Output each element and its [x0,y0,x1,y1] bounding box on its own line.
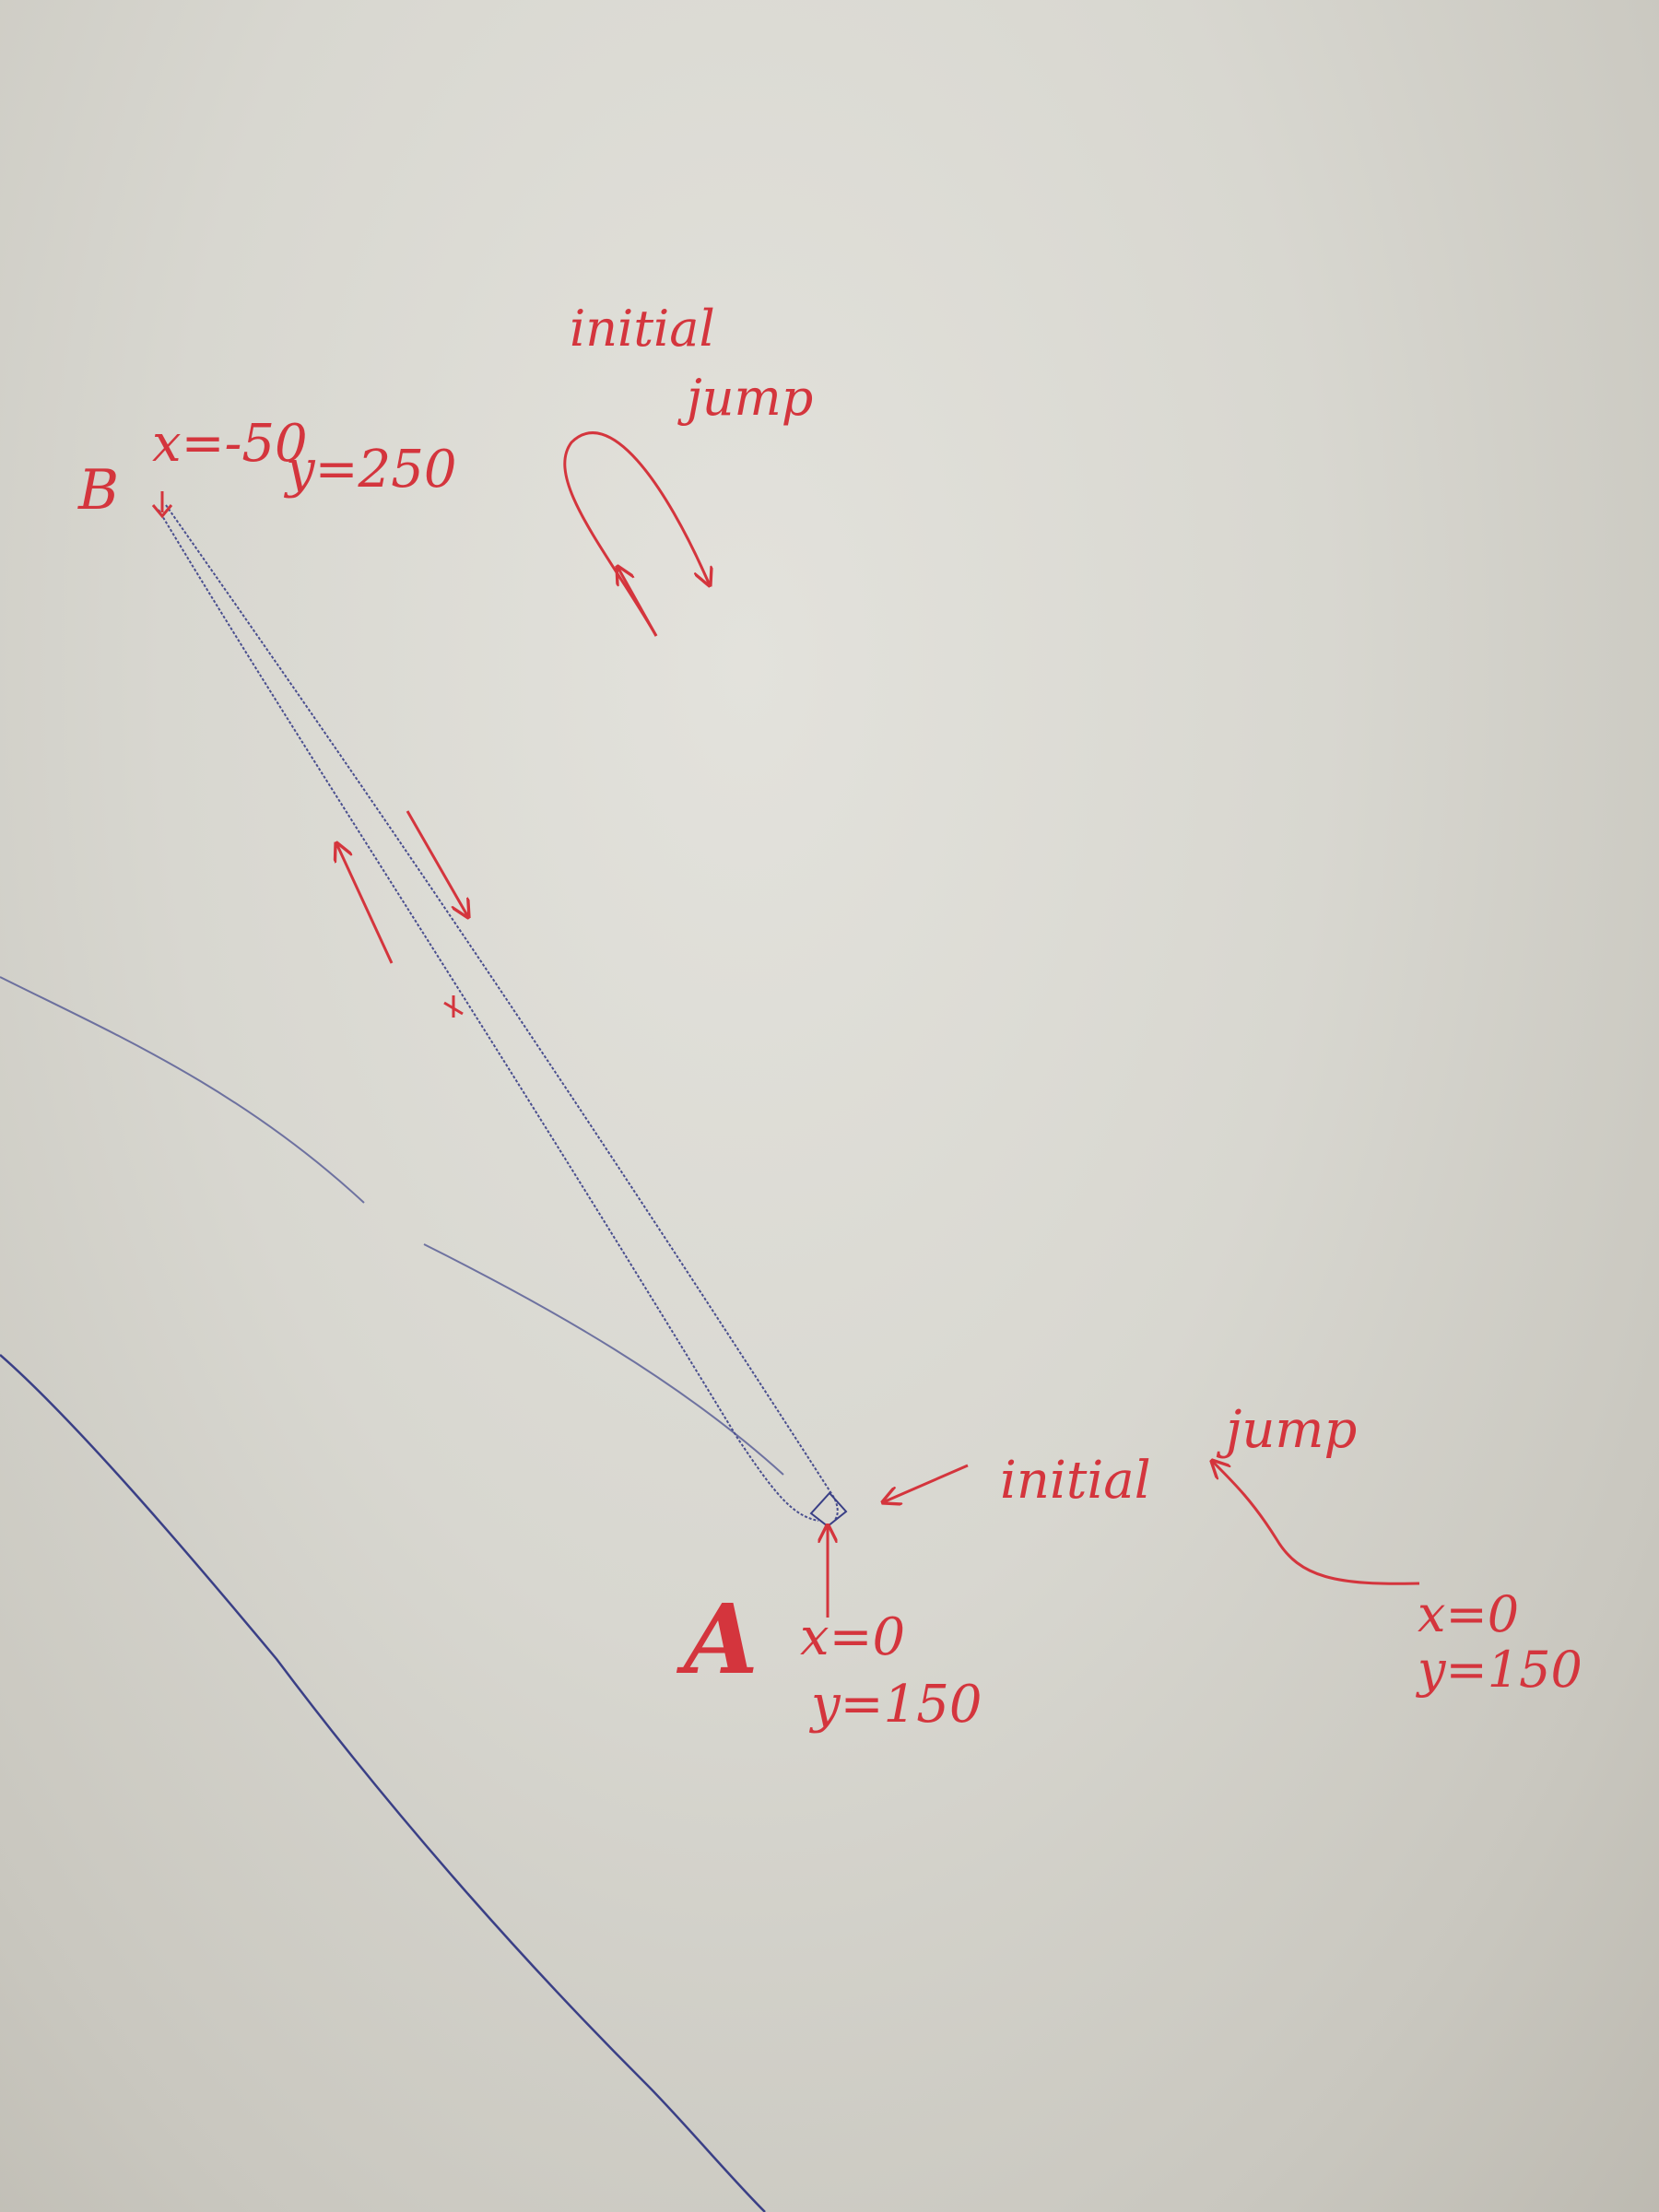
top-jump-label-line2: jump [677,369,813,427]
point-a-x-coordinate: x=0 [800,1607,905,1667]
bottom-jump-label-line1: initial [1000,1451,1151,1511]
outline-curve-middle [423,1243,784,1476]
point-a-y-coordinate: y=150 [808,1675,982,1735]
jump-loop-arrow [563,431,710,637]
track-left-edge [158,509,819,1522]
initial-jump-pointer-arrow [883,1464,969,1502]
outline-long-line [0,1354,766,2212]
track-end-cap [809,1491,848,1528]
point-b-y-coordinate: y=250 [283,440,456,500]
side-x-coordinate: x=0 [1418,1585,1519,1643]
point-b-marker [151,491,173,519]
arrow-down-along-track [406,810,468,917]
side-y-coordinate: y=150 [1416,1641,1583,1699]
bottom-jump-label-line2: jump [1216,1400,1357,1460]
side-coordinates-curved-arrow [1212,1461,1420,1585]
point-b-letter: B [77,458,119,523]
midpoint-cross-mark [443,995,464,1018]
jump-loop-entry-arrow [618,567,658,637]
arrow-up-along-track [336,843,394,964]
top-jump-label-line1: initial [570,300,715,358]
point-a-letter: A [676,1583,759,1696]
point-b-x-coordinate: x=-50 [152,414,308,474]
track-right-edge [165,504,839,1522]
outline-curve-upper [0,976,365,1204]
